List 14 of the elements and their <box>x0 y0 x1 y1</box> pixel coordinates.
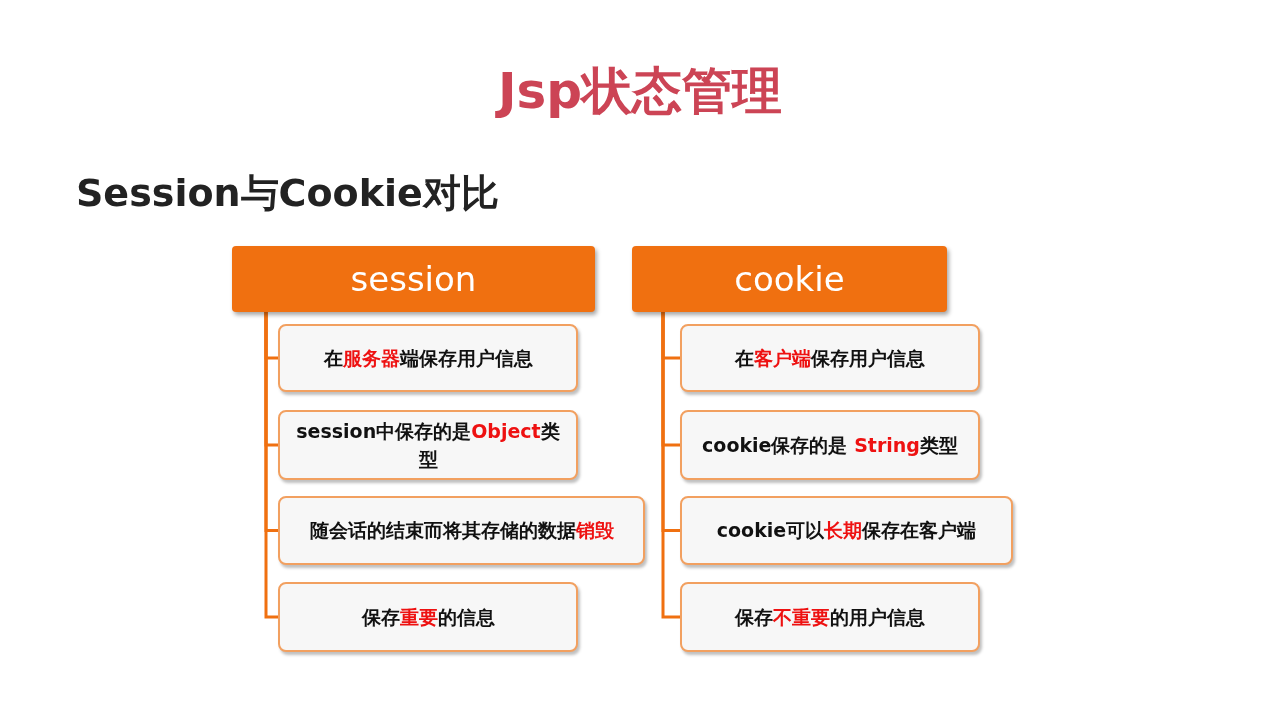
text-box: cookie保存的是 String类型 <box>680 410 980 480</box>
subtitle: Session与Cookie对比 <box>76 170 499 217</box>
connector-line <box>264 312 278 619</box>
text-box: cookie可以长期保存在客户端 <box>680 496 1013 565</box>
header-box: session <box>232 246 595 312</box>
text-box: 在客户端保存用户信息 <box>680 324 980 392</box>
text-box: 在服务器端保存用户信息 <box>278 324 578 392</box>
text-box: 随会话的结束而将其存储的数据销毁 <box>278 496 645 565</box>
text-box: session中保存的是Object类型 <box>278 410 578 480</box>
text-box: 保存不重要的用户信息 <box>680 582 980 652</box>
page-title: Jsp状态管理 <box>494 61 784 122</box>
text-box: 保存重要的信息 <box>278 582 578 652</box>
header-box: cookie <box>632 246 947 312</box>
connector-line <box>661 312 680 619</box>
